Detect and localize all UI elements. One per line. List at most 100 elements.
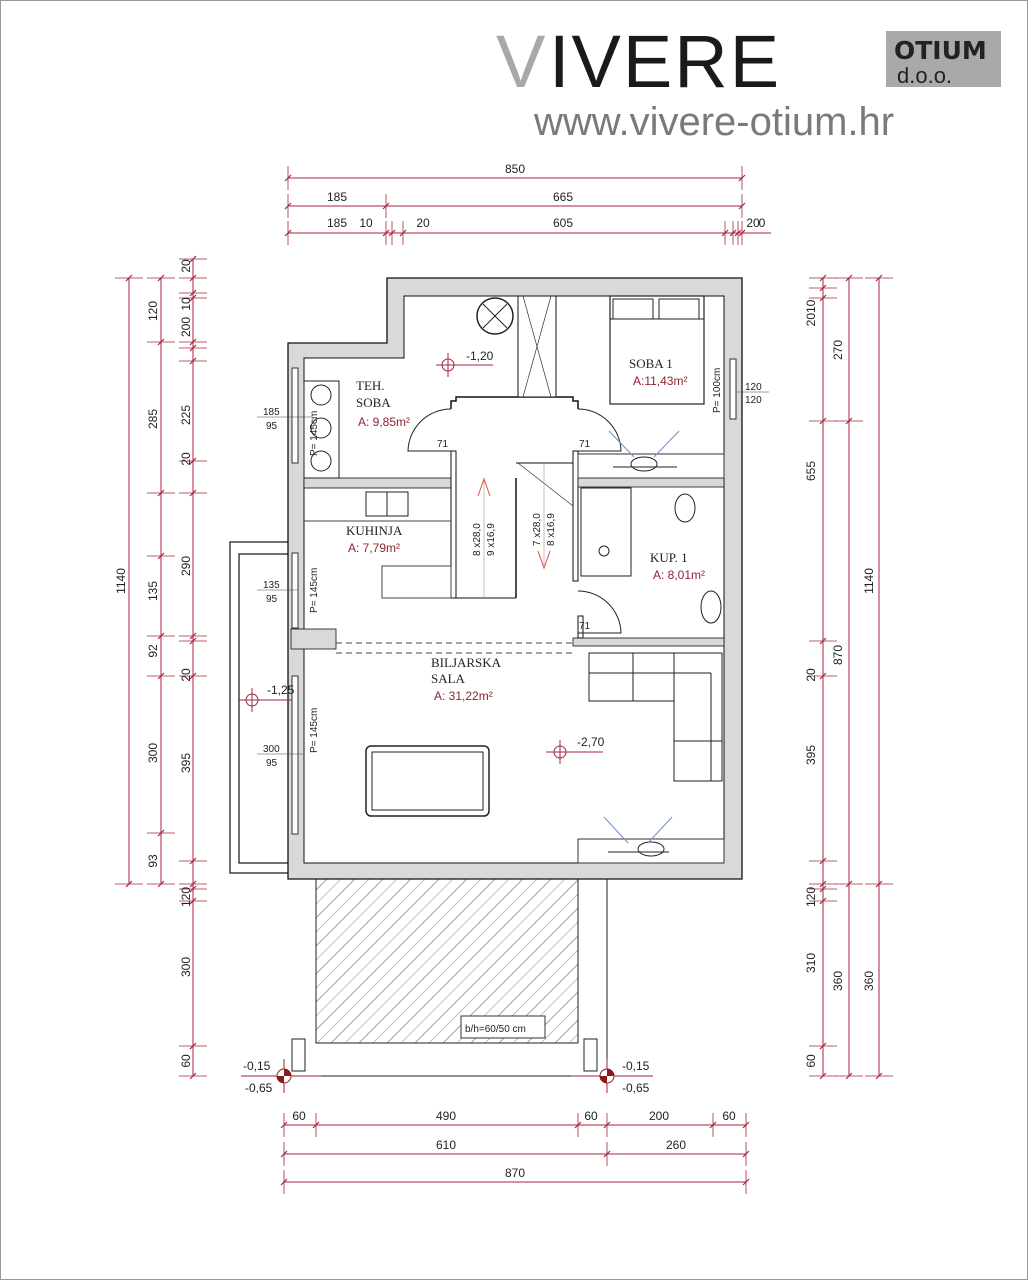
window-width: 185: [263, 407, 280, 418]
window-sill: P= 145cm: [309, 568, 320, 613]
dimension-tick: [189, 672, 197, 680]
dimension-value: 870: [505, 1166, 525, 1180]
room-area: A: 9,85m²: [358, 415, 410, 429]
window-height: 95: [266, 758, 278, 769]
window-sill: P= 100cm: [712, 368, 723, 413]
dimension-value: 135: [146, 581, 160, 601]
dimension-value: 225: [179, 405, 193, 425]
dimension-tick: [157, 880, 165, 888]
washing-machines: [303, 380, 340, 479]
terrace: b/h=60/50 cm: [284, 878, 608, 1077]
wall: [303, 477, 452, 489]
dimension-tick: [742, 1150, 750, 1158]
dimension-tick: [189, 338, 197, 346]
wall: [572, 637, 725, 647]
dimension-tick: [603, 1121, 611, 1129]
level-value: -1,25: [267, 683, 295, 697]
dimension-tick: [721, 229, 729, 237]
dimension-tick: [189, 1042, 197, 1050]
room-name: SOBA 1: [629, 356, 673, 371]
stair-label: 7 x28,0: [532, 513, 543, 546]
dimension-tick: [189, 289, 197, 297]
dimension-value: 20: [179, 668, 193, 682]
dimension-value: 360: [831, 971, 845, 991]
landing-wall: [450, 396, 579, 409]
shaft: [476, 295, 557, 398]
room-labels: TEH. SOBA A: 9,85m² SOBA 1 A:11,43m² KUH…: [346, 356, 705, 703]
window: [291, 552, 299, 629]
dimension-tick: [157, 829, 165, 837]
website-url: www.vivere-otium.hr: [533, 100, 894, 144]
stair-label: 8 x28,0: [472, 523, 483, 556]
dimension-value: 260: [666, 1138, 686, 1152]
tv-view-line: [608, 430, 635, 458]
dimension-tick: [280, 1150, 288, 1158]
dimension-value: 300: [179, 957, 193, 977]
room-area: A: 8,01m²: [653, 568, 705, 582]
dimension-tick: [875, 274, 883, 282]
dimension-value: 185: [327, 190, 347, 204]
logo-otium: OTIUM: [894, 36, 987, 65]
dimension-tick: [819, 885, 827, 893]
dimension-value: 2010: [804, 299, 818, 326]
dimension-tick: [157, 552, 165, 560]
tv-icon: [630, 456, 658, 472]
window-width: 300: [263, 744, 280, 755]
elevation-value: -0,65: [245, 1081, 273, 1095]
shaft-cross: [522, 295, 552, 398]
kitchen-island: [381, 565, 452, 599]
dimension-tick: [819, 274, 827, 282]
dimension-tick: [738, 229, 746, 237]
stair-up-arrow: [477, 477, 491, 497]
dimension-tick: [819, 857, 827, 865]
dimension-value: 850: [505, 162, 525, 176]
dimension-tick: [189, 255, 197, 263]
dimension-value: 200: [179, 317, 193, 337]
dimension-tick: [189, 897, 197, 905]
column: [583, 1038, 598, 1072]
window-width: 120: [745, 382, 762, 393]
room-name: BILJARSKA: [431, 655, 502, 670]
dimension-tick: [189, 457, 197, 465]
dimension-value: 300: [146, 743, 160, 763]
dimension-tick: [157, 672, 165, 680]
dimension-tick: [819, 880, 827, 888]
dimension-tick: [734, 229, 742, 237]
shaft-box: [517, 295, 557, 398]
dimension-value: 605: [553, 216, 573, 230]
dimension-value: 20: [746, 216, 760, 230]
window-height: 95: [266, 421, 278, 432]
dimension-value: 93: [146, 854, 160, 868]
washer-icon: [310, 417, 332, 439]
dimension-tick: [819, 637, 827, 645]
dimension-value: 655: [804, 461, 818, 481]
dimension-tick: [729, 229, 737, 237]
window-sill: P= 145cm: [309, 411, 320, 456]
tv-view-line: [603, 816, 629, 844]
dimension-tick: [189, 632, 197, 640]
room-name: KUP. 1: [650, 550, 688, 565]
dimension-value: 60: [722, 1109, 736, 1123]
door-swing: [407, 408, 452, 452]
elevation-value: -0,15: [622, 1059, 650, 1073]
dimension-tick: [284, 202, 292, 210]
dimension-tick: [189, 294, 197, 302]
dimension-tick: [157, 338, 165, 346]
dimension-tick: [819, 672, 827, 680]
dimension-tick: [125, 880, 133, 888]
window-height: 120: [745, 395, 762, 406]
dimension-tick: [280, 1178, 288, 1186]
dimension-value: 120: [179, 887, 193, 907]
terrace-note-box: [460, 1015, 546, 1039]
room-name: TEH.: [356, 378, 385, 393]
dimension-tick: [189, 489, 197, 497]
dimension-value: 285: [146, 409, 160, 429]
room-name: SOBA: [356, 395, 391, 410]
staircase: 8 x28,0 9 x16,9 7 x28,0 8 x16,9: [456, 462, 574, 599]
wall: [577, 615, 584, 639]
shower-head-icon: [598, 545, 610, 557]
dimension-value: 92: [146, 644, 160, 658]
dimension-tick: [399, 229, 407, 237]
door-swing: [577, 408, 622, 452]
window: [291, 675, 299, 835]
